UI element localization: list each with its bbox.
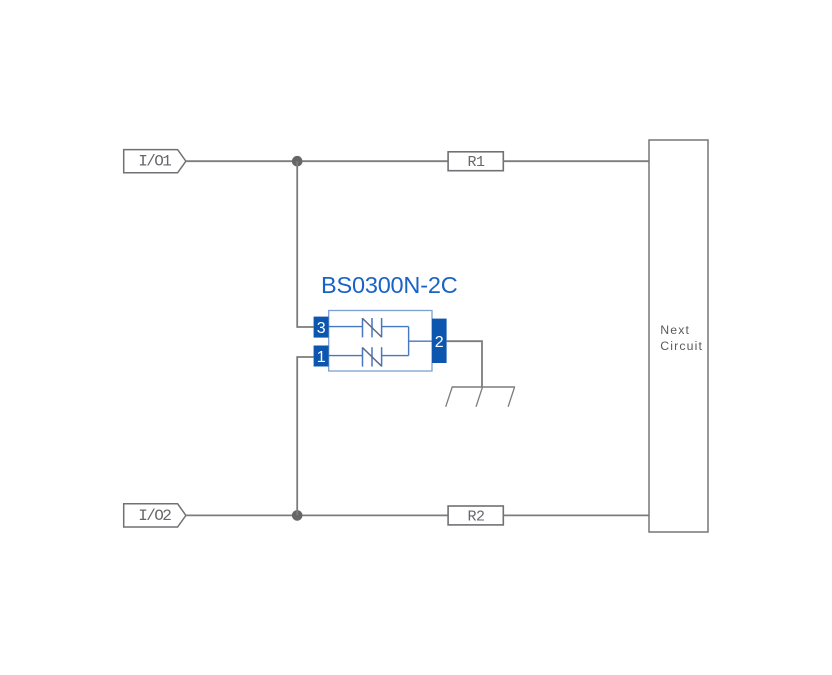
- svg-text:R1: R1: [467, 154, 485, 171]
- svg-text:2: 2: [435, 334, 444, 351]
- svg-text:I/O1: I/O1: [138, 153, 171, 171]
- svg-text:R2: R2: [467, 508, 484, 525]
- svg-text:BS0300N-2C: BS0300N-2C: [321, 272, 458, 298]
- svg-text:3: 3: [317, 320, 326, 337]
- svg-text:Circuit: Circuit: [660, 339, 703, 353]
- svg-text:Next: Next: [660, 323, 690, 337]
- svg-text:1: 1: [317, 349, 326, 366]
- svg-text:I/O2: I/O2: [138, 507, 171, 525]
